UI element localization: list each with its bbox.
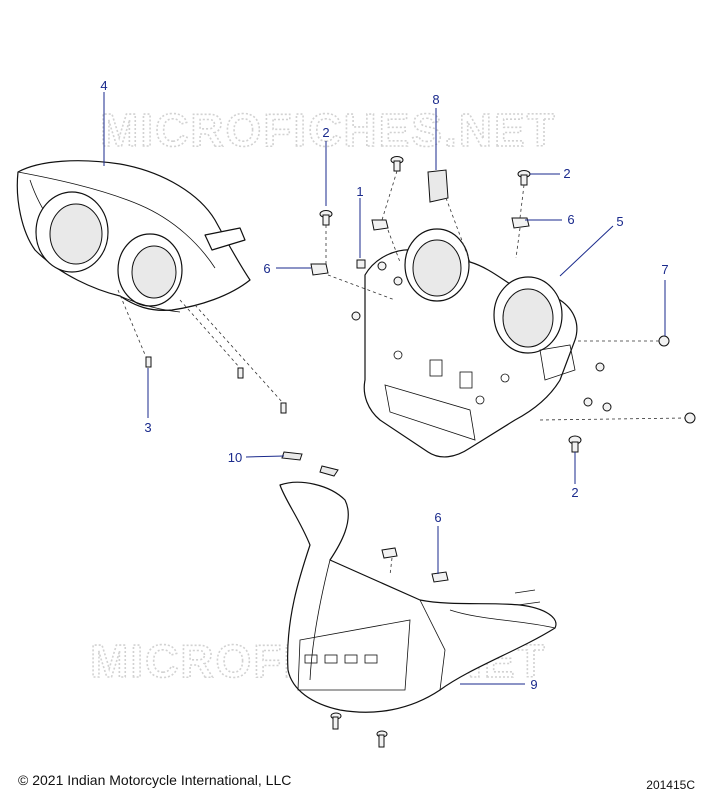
callout-6-lower: 6 [434,510,441,525]
bolts-side [351,261,612,412]
callout-1: 1 [356,184,363,199]
callout-3: 3 [144,420,151,435]
copyright-text: © 2021 Indian Motorcycle International, … [18,772,292,788]
callout-2-top-right: 2 [563,166,570,181]
small-clips [281,451,339,477]
screw-2-top-right [517,170,531,186]
callout-8: 8 [432,92,439,107]
screw-2-bottom [568,435,582,453]
callout-2-top-left: 2 [322,125,329,140]
nut-7-set [658,335,696,424]
lower-cover [279,481,557,713]
clip-6-right [511,217,530,229]
clip-6-lower [381,547,449,583]
mounting-bracket [363,228,578,458]
watermark-top: MICROFICHES.NET [100,104,557,156]
callout-2-bottom: 2 [571,485,578,500]
callout-4: 4 [100,78,107,93]
screw-3-set [145,356,287,414]
pad [427,169,449,203]
callout-6-right: 6 [567,212,574,227]
callout-9: 9 [530,677,537,692]
leader-lines [103,92,666,685]
clip-6-center [371,219,389,231]
clip-1 [356,259,366,269]
diagram-code: 201415C [646,778,695,792]
headlight-housing [16,160,251,313]
clip-6-left [310,263,329,276]
callout-10: 10 [228,450,242,465]
screw-2-top-center [390,156,404,172]
assembly-lines [117,170,686,576]
callout-5: 5 [616,214,623,229]
screw-2-top-left [319,210,333,226]
callout-7: 7 [661,262,668,277]
screws-lower-cover [330,712,388,748]
callout-6-left: 6 [263,261,270,276]
